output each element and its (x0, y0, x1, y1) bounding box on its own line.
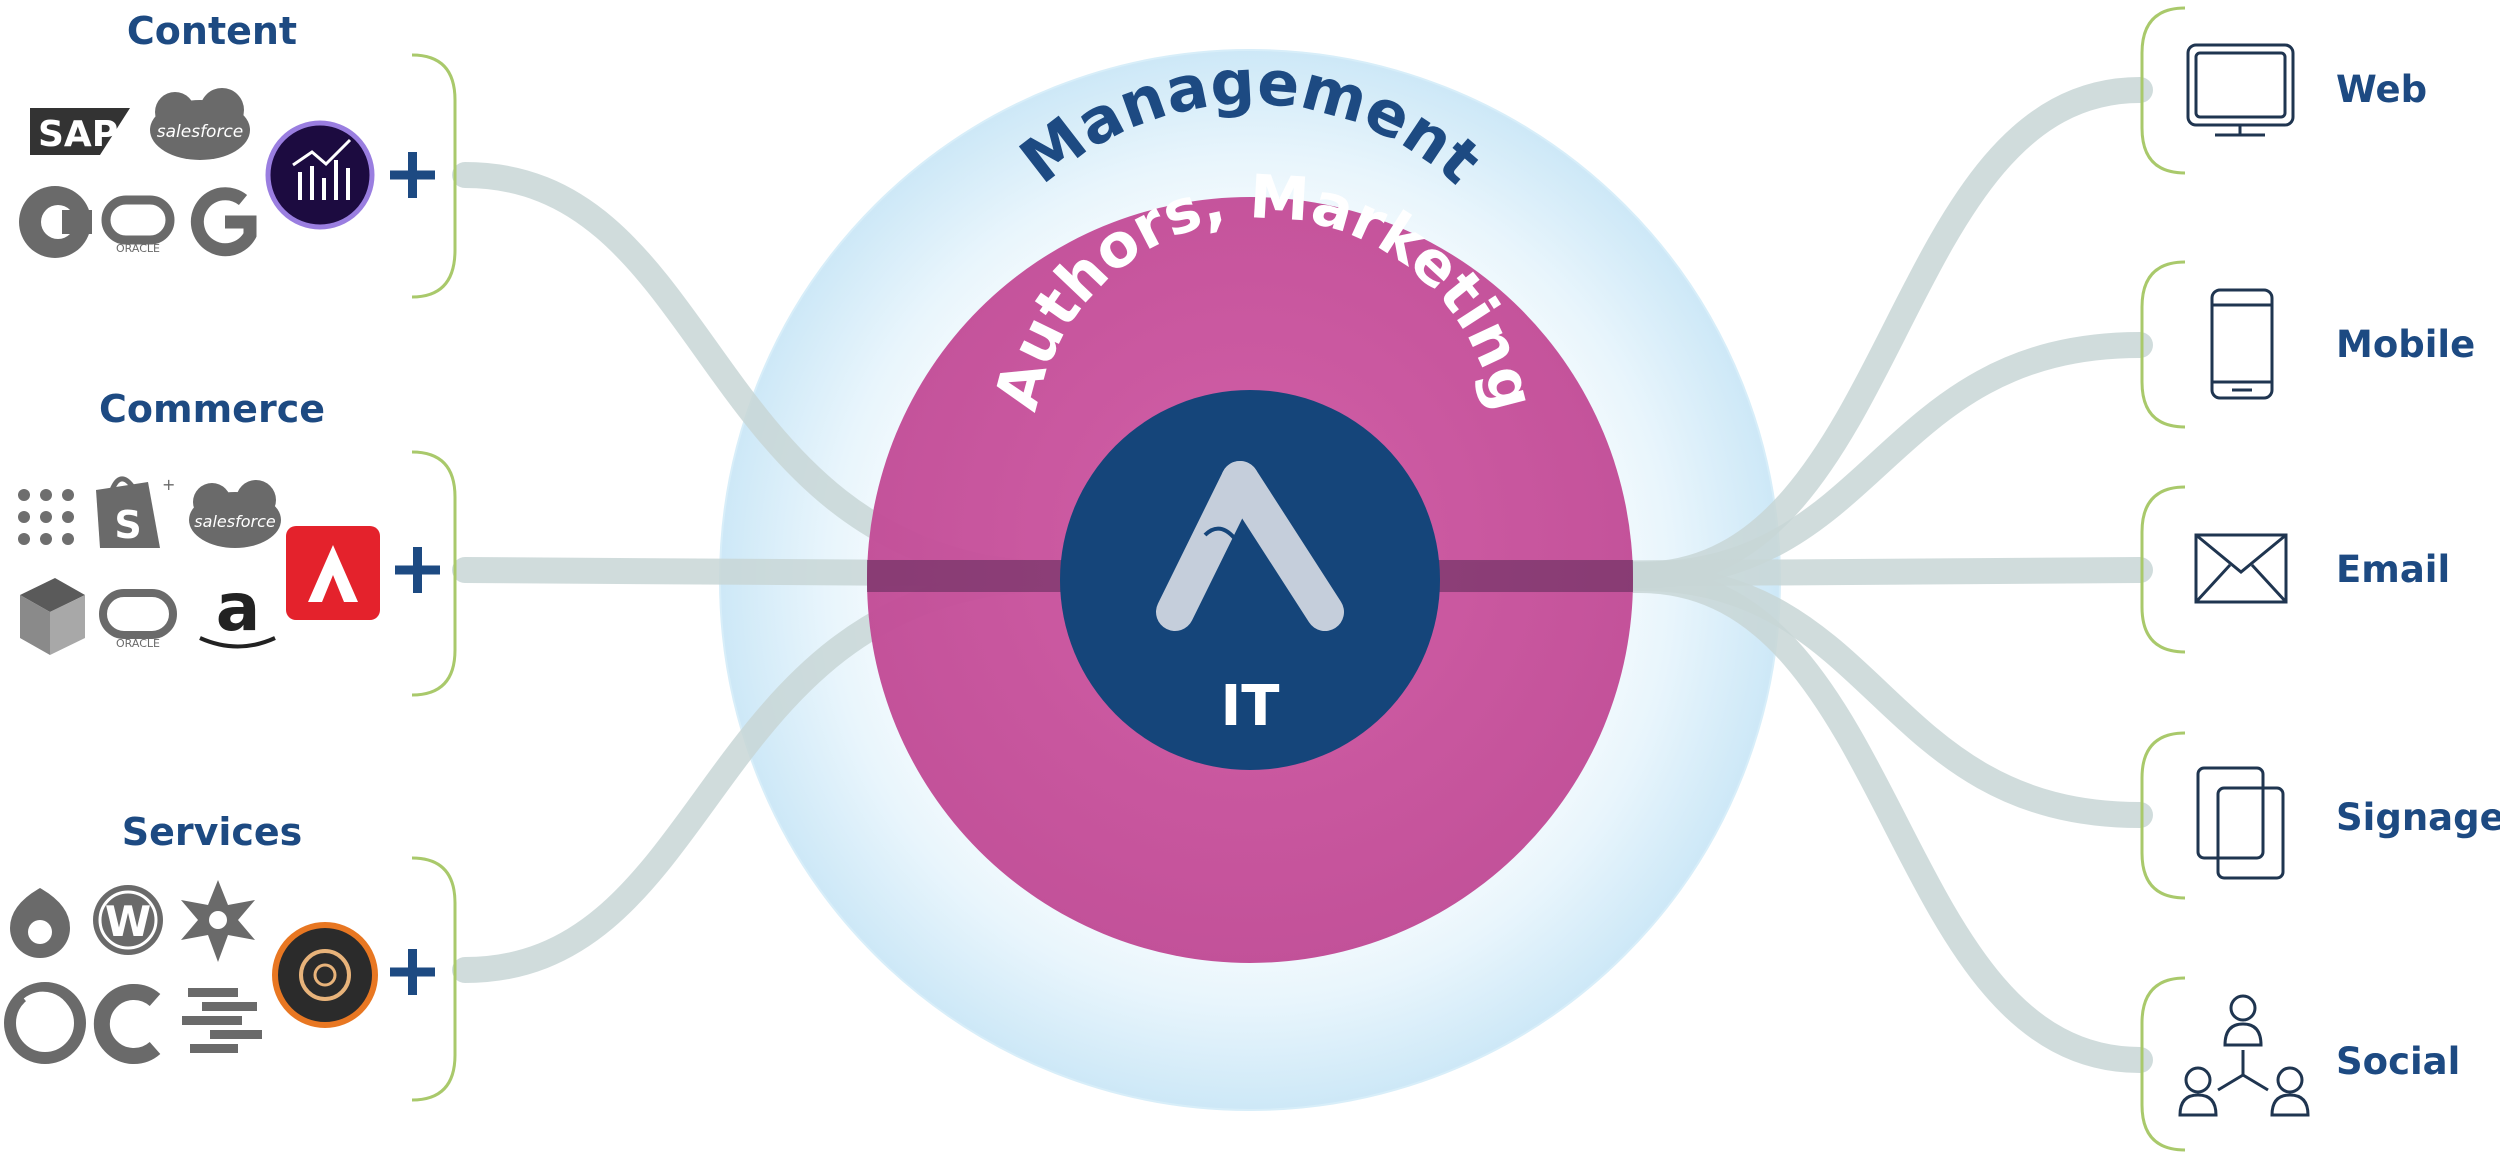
starburst-logo (181, 880, 255, 962)
cube-logo (20, 578, 85, 655)
output-email: Email (2140, 485, 2450, 654)
drupal-logo (10, 888, 70, 958)
content-group: Content SAP salesforce ORACLE (19, 9, 457, 299)
plus-icon (395, 547, 440, 593)
content-bracket (411, 53, 457, 299)
wordpress-logo: W (93, 885, 163, 955)
svg-text:S: S (114, 503, 141, 547)
services-group: Services W (4, 810, 457, 1102)
sap-logo: SAP (30, 108, 130, 155)
svg-text:+: + (162, 475, 175, 494)
plus-icon (390, 152, 435, 198)
salesforce-cloud-logo: salesforce (189, 480, 281, 548)
oracle-logo: ORACLE (101, 195, 175, 255)
output-social: Social (2140, 976, 2460, 1152)
signage-label: Signage (2336, 796, 2500, 839)
social-network-icon (2178, 994, 2310, 1117)
services-title: Services (122, 810, 303, 854)
salesforce-cloud-logo: salesforce (150, 88, 250, 160)
contentful-c-logo (93, 984, 161, 1064)
oracle-text: ORACLE (116, 242, 160, 255)
g-logo (190, 187, 257, 257)
output-signage: Signage (2140, 731, 2500, 900)
mobile-label: Mobile (2336, 323, 2475, 366)
stream-social (1237, 567, 2153, 1073)
commerce-group: Commerce S + salesforce ORACLE (18, 387, 457, 697)
sitecore-logo (4, 982, 86, 1064)
smartphone-icon (2210, 288, 2274, 400)
commerce-bracket (411, 450, 457, 697)
platform-logo-icon (1156, 461, 1344, 631)
commerce-title: Commerce (99, 387, 325, 431)
plus-icon (390, 949, 435, 995)
dots-logo (18, 489, 74, 545)
stacked-bars-logo (182, 988, 262, 1053)
amazon-logo: a (199, 569, 276, 649)
oracle-text: ORACLE (116, 637, 160, 650)
signage-panels-icon (2196, 766, 2285, 880)
output-web: Web (2140, 6, 2427, 175)
svg-text:W: W (105, 897, 151, 946)
adobe-logo (286, 526, 380, 620)
amazon-text: a (216, 569, 261, 646)
adobe-experience-manager-logo (272, 922, 378, 1028)
content-title: Content (127, 9, 297, 53)
salesforce-text: salesforce (194, 512, 276, 531)
sap-logo-text: SAP (38, 114, 118, 155)
it-label: IT (1220, 674, 1279, 739)
contentful-c-logo (19, 186, 92, 258)
adobe-analytics-logo (265, 120, 375, 230)
output-mobile: Mobile (2140, 260, 2475, 429)
envelope-icon (2194, 533, 2288, 604)
it-core: IT (1060, 390, 1440, 770)
email-label: Email (2336, 548, 2450, 591)
services-bracket (411, 856, 457, 1102)
monitor-icon (2186, 43, 2295, 137)
social-label: Social (2336, 1040, 2460, 1083)
shopify-logo: S + (96, 475, 175, 548)
web-label: Web (2336, 68, 2427, 111)
oracle-logo: ORACLE (99, 589, 177, 650)
salesforce-text: salesforce (157, 122, 244, 142)
